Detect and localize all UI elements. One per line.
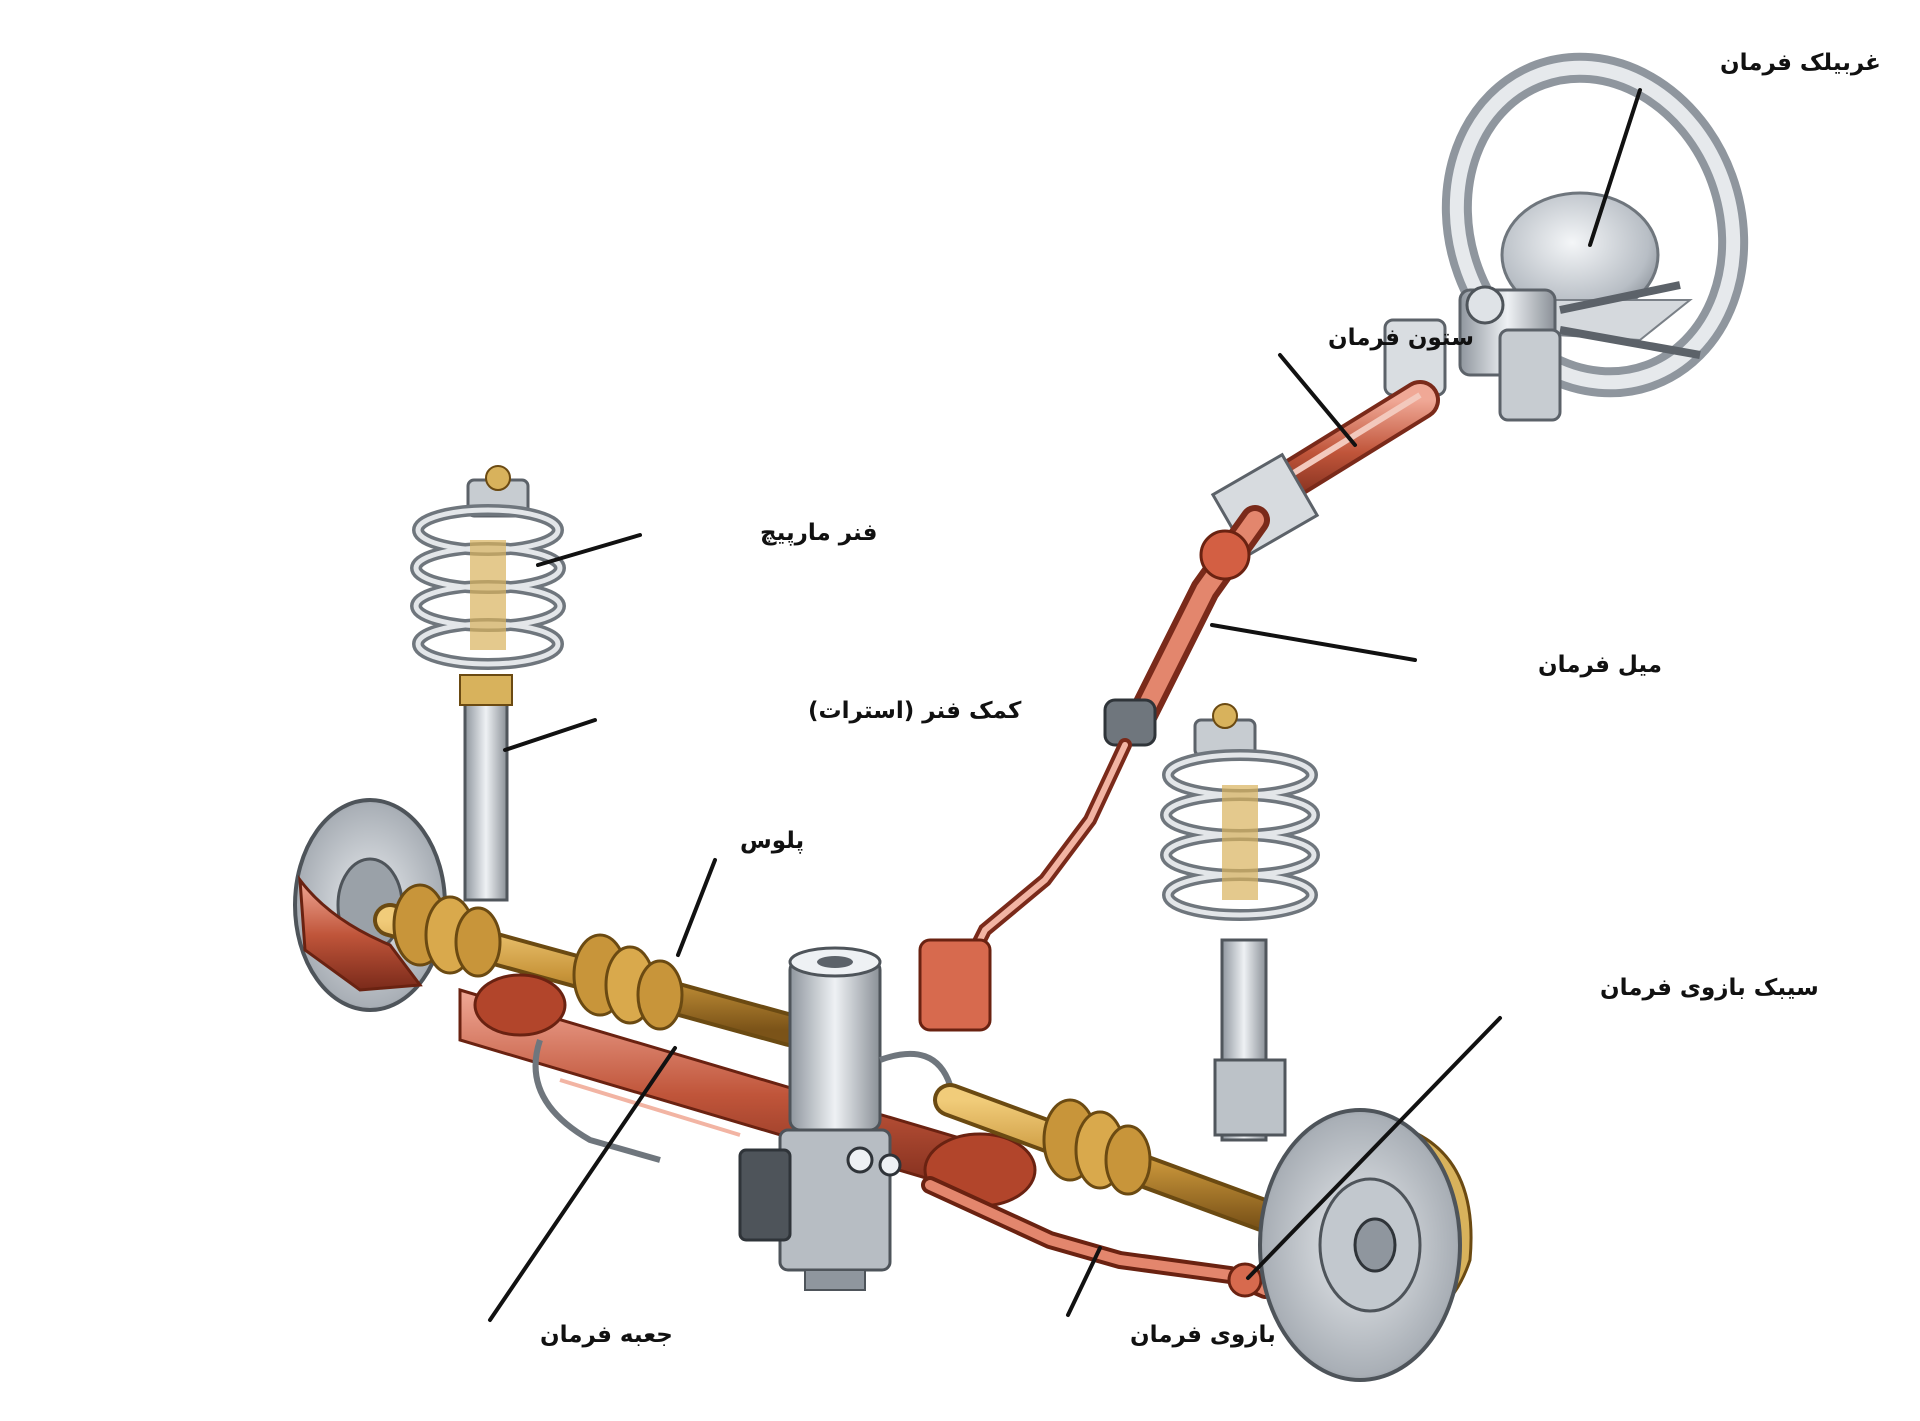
label-tie-rod-end: سیبک بازوی فرمان xyxy=(1600,975,1819,1001)
label-steering-wheel: غربیلک فرمان xyxy=(1720,50,1881,76)
label-bellows: پلوس xyxy=(740,828,804,854)
label-steering-box: جعبه فرمان xyxy=(540,1322,673,1348)
left-bellows-boot xyxy=(392,883,684,1031)
leader-tie-rod-end xyxy=(1246,1016,1502,1280)
leader-tie-rod xyxy=(1066,1246,1102,1317)
right-strut-assembly xyxy=(1160,703,1320,1142)
label-tie-rod: بازوی فرمان xyxy=(1130,1322,1276,1348)
right-bellows-boot xyxy=(1042,1098,1152,1196)
leader-steering-box xyxy=(488,1046,677,1322)
tie-rod xyxy=(921,1176,1274,1299)
left-driveshaft xyxy=(373,883,807,1047)
leader-steering-wheel xyxy=(1588,88,1642,247)
leader-coil-spring xyxy=(536,533,642,567)
leader-steering-column xyxy=(1278,353,1357,447)
steering-wheel xyxy=(1383,52,1749,422)
leader-lines xyxy=(488,88,1642,1322)
label-steering-column: ستون فرمان xyxy=(1328,325,1474,351)
leader-steering-shaft xyxy=(1210,623,1417,662)
right-coil-spring xyxy=(1160,749,1320,921)
part-labels: غربیلک فرمان ستون فرمان میل فرمان فنر ما… xyxy=(540,50,1881,1348)
right-driveshaft xyxy=(933,1083,1307,1242)
steering-shaft xyxy=(918,505,1270,1032)
steering-box xyxy=(738,946,954,1291)
right-brake-disc xyxy=(1258,1108,1473,1382)
label-steering-shaft: میل فرمان xyxy=(1538,652,1662,678)
label-coil-spring: فنر مارپیچ xyxy=(760,520,877,546)
label-strut: کمک فنر (استرات) xyxy=(808,698,1022,724)
leader-bellows xyxy=(676,858,717,957)
steering-column xyxy=(1210,380,1440,558)
leader-strut xyxy=(503,718,597,752)
left-coil-spring xyxy=(410,504,566,670)
